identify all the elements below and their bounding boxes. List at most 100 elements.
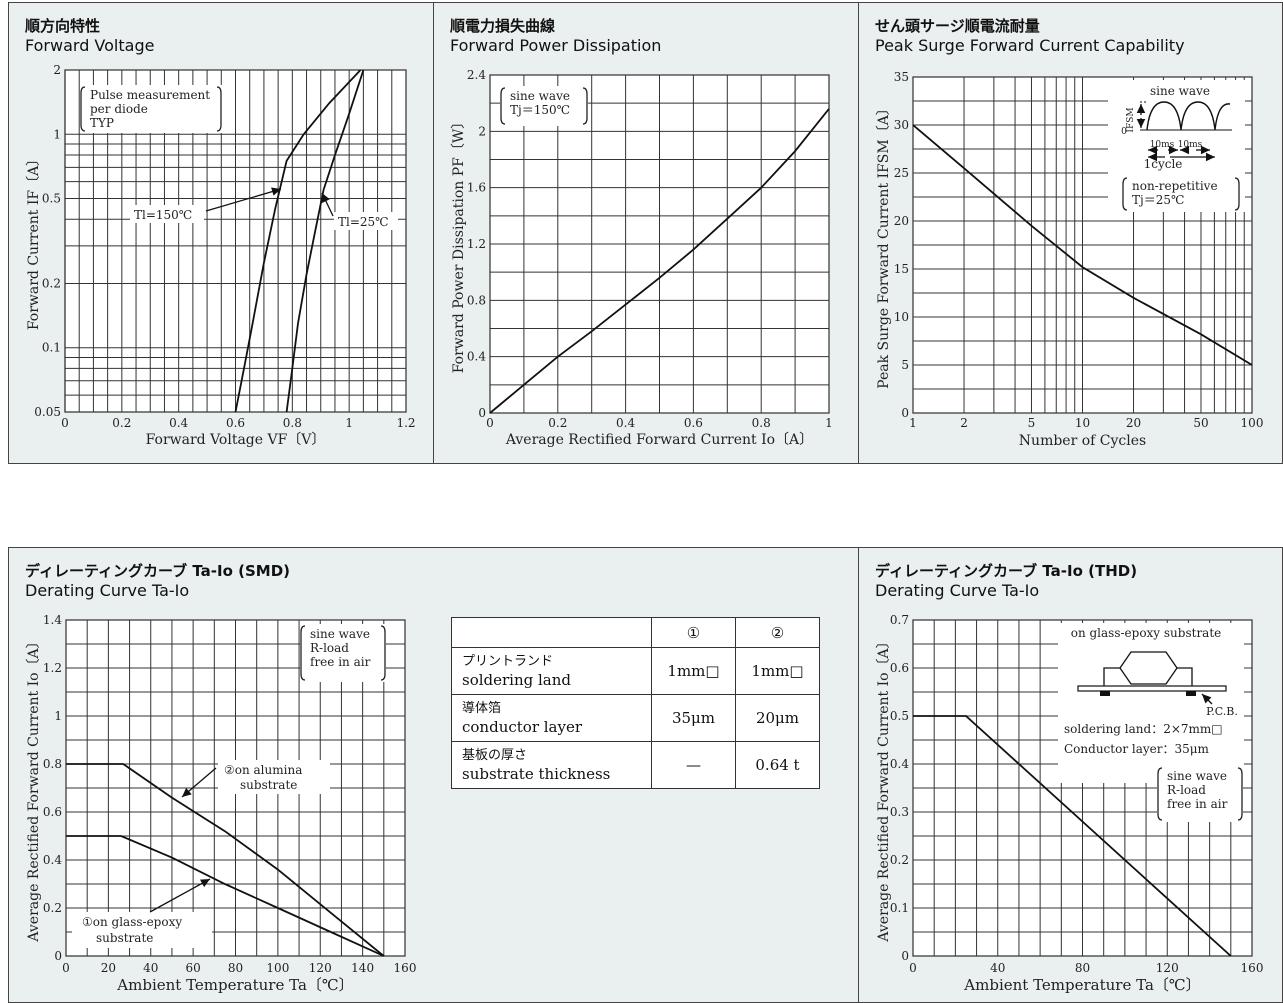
table-cell: 35μm [651, 694, 736, 742]
x-tick-label: 140 [351, 961, 374, 975]
annotation-text: TYP [90, 116, 114, 130]
row-label-jp: 基板の厚さ [462, 748, 528, 763]
x-tick-label: 40 [143, 961, 158, 975]
x-tick-label: 160 [1241, 961, 1264, 975]
table-cell: 0.64 t [735, 741, 820, 789]
title-jp: ディレーティングカーブ Ta-Io (THD) [875, 562, 1138, 580]
series-line [285, 69, 365, 413]
series-line [489, 108, 830, 414]
annotation-text: Tj＝150℃ [510, 103, 570, 117]
x-tick-label: 60 [185, 961, 200, 975]
y-axis-label: Forward Power Dissipation PF〔W〕 [451, 115, 467, 374]
bracket-left [500, 87, 506, 125]
x-tick-label: 0 [62, 961, 70, 975]
bracket-right [1234, 177, 1240, 211]
series-line [66, 763, 385, 957]
annotation-text: Tl=25℃ [338, 215, 389, 229]
row-label-en: conductor layer [462, 718, 583, 736]
annotation-box [1122, 176, 1240, 212]
x-tick-label: 0 [486, 416, 494, 430]
series-line [913, 715, 1232, 957]
y-tick-label: 0.5 [890, 709, 909, 723]
solder-pad [1100, 691, 1110, 696]
y-tick-label: 1 [53, 127, 61, 141]
sine-wave-icon [1146, 101, 1231, 131]
bracket-right [380, 625, 386, 681]
x-tick-label: 0.8 [752, 416, 771, 430]
x-tick-label: 10 [1075, 416, 1090, 430]
y-tick-label: 0.3 [890, 805, 909, 819]
x-tick-label: 120 [1156, 961, 1179, 975]
row-label-en: substrate thickness [462, 765, 611, 783]
y-tick-label: 0 [901, 949, 909, 963]
x-tick-label: 80 [1075, 961, 1090, 975]
annotation-box [334, 212, 398, 230]
annotation-text: substrate [96, 931, 153, 945]
annotation-text: 10ms [1150, 140, 1175, 150]
y-tick-label: 0.2 [43, 901, 62, 915]
y-tick-label: 2.4 [467, 68, 486, 82]
arrow-head [182, 787, 192, 797]
row-label-jp: 導体箔 [462, 701, 502, 716]
x-tick-label: 0.2 [112, 416, 131, 430]
y-tick-label: 0.2 [890, 853, 909, 867]
x-tick-label: 1.2 [396, 416, 415, 430]
table-header: ② [735, 617, 820, 648]
row-label-en: soldering land [462, 671, 572, 689]
y-tick-label: 0.4 [467, 350, 486, 364]
y-tick-label: 1 [54, 709, 62, 723]
x-axis-label: Ambient Temperature Ta〔℃〕 [116, 976, 353, 994]
annotation-text: soldering land：2×7mm□ [1064, 722, 1223, 736]
y-tick-label: 0.8 [43, 757, 62, 771]
x-tick-label: 50 [1193, 416, 1208, 430]
annotation-text: Conductor layer：35μm [1064, 742, 1210, 756]
x-axis-label: Forward Voltage VF〔V〕 [146, 432, 326, 448]
x-tick-label: 120 [309, 961, 332, 975]
arrow-head [1148, 152, 1158, 162]
bracket-left [1122, 177, 1128, 211]
annotation-box [72, 912, 212, 948]
y-tick-label: 0 [901, 406, 909, 420]
table-cell: — [651, 741, 736, 789]
table-row-label: 基板の厚さ substrate thickness [451, 741, 652, 789]
arrow-head [1180, 145, 1190, 155]
lead-wire [1103, 667, 1193, 686]
x-tick-label: 0.4 [616, 416, 635, 430]
annotation-box [300, 624, 386, 682]
bracket-right [582, 87, 588, 125]
component-icon [1119, 651, 1178, 685]
title-en: Forward Voltage [25, 36, 155, 55]
y-tick-label: 1.2 [467, 237, 486, 251]
table-row-label: 導体箔 conductor layer [451, 694, 652, 742]
bracket-left [1157, 767, 1163, 821]
x-tick-label: 0.6 [226, 416, 245, 430]
annotation-text: substrate [240, 778, 297, 792]
annotation-text: 1cycle [1144, 157, 1183, 171]
x-tick-label: 0.4 [169, 416, 188, 430]
y-tick-label: 20 [894, 214, 909, 228]
x-tick-label: 0.6 [684, 416, 703, 430]
annotation-text: sine wave [510, 89, 570, 103]
arrow-line [149, 878, 211, 913]
x-tick-label: 100 [266, 961, 289, 975]
y-tick-label: 0.1 [890, 901, 909, 915]
y-tick-label: 25 [894, 166, 909, 180]
annotation-text: free in air [310, 655, 371, 669]
title-jp: ディレーティングカーブ Ta-Io (SMD) [25, 562, 291, 580]
x-tick-label: 2 [960, 416, 968, 430]
arrow-head [1202, 694, 1212, 704]
annotation-text: Tj＝25℃ [1132, 193, 1184, 207]
arrow-head [1136, 118, 1146, 128]
x-tick-label: 0 [909, 961, 917, 975]
title-en: Derating Curve Ta-Io [875, 581, 1040, 600]
annotation-text: free in air [1167, 797, 1228, 811]
arrow-line [205, 188, 282, 212]
x-tick-label: 1 [345, 416, 353, 430]
x-tick-label: 0.8 [283, 416, 302, 430]
arrow-head [1200, 145, 1210, 155]
x-axis-label: Average Rectified Forward Current Io〔A〕 [505, 432, 813, 448]
arrow-head [1148, 145, 1158, 155]
